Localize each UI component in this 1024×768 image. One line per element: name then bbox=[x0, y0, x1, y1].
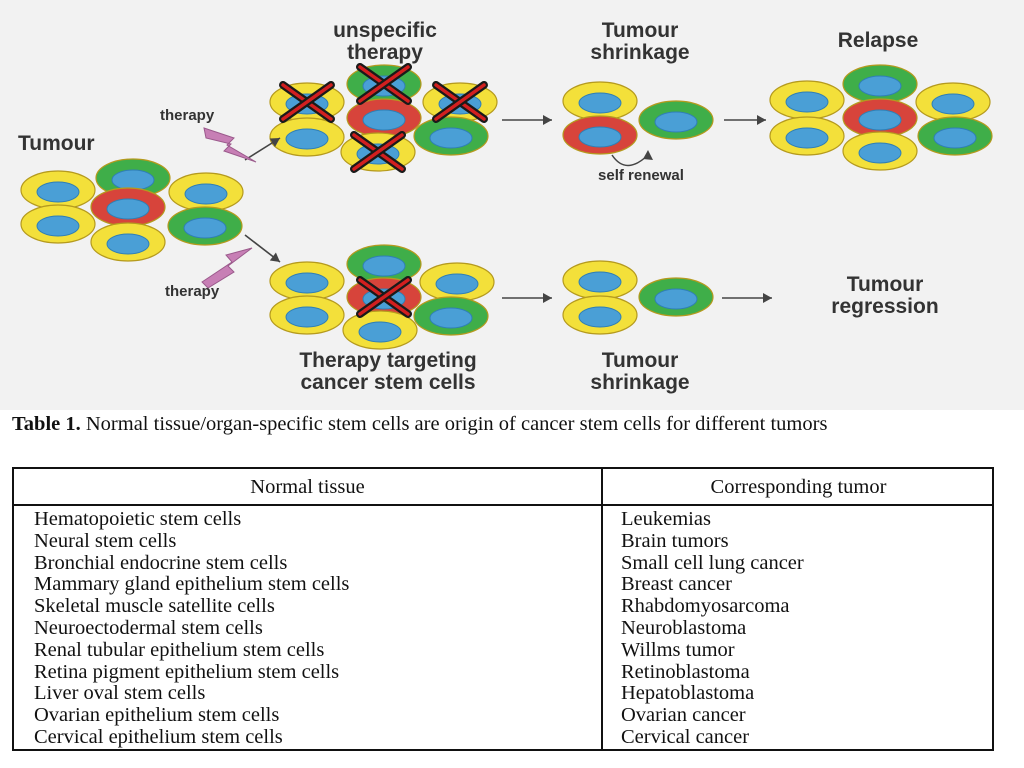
corresponding-tumor-column: Leukemias Brain tumors Small cell lung c… bbox=[621, 508, 804, 749]
cross-mark-red bbox=[358, 278, 410, 316]
table-cell-normal: Cervical epithelium stem cells bbox=[34, 725, 283, 748]
table-cell-tumor: Willms tumor bbox=[621, 638, 735, 661]
table-cell-normal: Mammary gland epithelium stem cells bbox=[34, 573, 350, 596]
table-cell-tumor: Breast cancer bbox=[621, 573, 732, 596]
cell-nucleus bbox=[106, 233, 150, 255]
table-cell-normal: Neural stem cells bbox=[34, 529, 177, 552]
cell-nucleus bbox=[578, 271, 622, 293]
table-cell-normal: Retina pigment epithelium stem cells bbox=[34, 660, 340, 683]
stem-cell-table: Normal tissue Corresponding tumor Hemato… bbox=[12, 467, 994, 751]
label-self-renewal: self renewal bbox=[598, 167, 684, 184]
therapy-lightning-icon bbox=[201, 247, 253, 289]
table-cell-tumor: Rhabdomyosarcoma bbox=[621, 595, 790, 618]
cell-nucleus bbox=[362, 255, 406, 277]
cell-nucleus bbox=[285, 272, 329, 294]
table-cell-tumor: Brain tumors bbox=[621, 529, 729, 552]
cell-nucleus bbox=[358, 321, 402, 343]
cell-nucleus bbox=[285, 306, 329, 328]
normal-tissue-column: Hematopoietic stem cells Neural stem cel… bbox=[34, 508, 350, 749]
cell-nucleus bbox=[285, 128, 329, 150]
table-caption-text: Normal tissue/organ-specific stem cells … bbox=[80, 413, 828, 435]
label-unspecific-line1: unspecific bbox=[333, 19, 437, 42]
header-divider bbox=[14, 504, 992, 506]
arrow-head bbox=[757, 115, 766, 125]
table-cell-tumor: Hepatoblastoma bbox=[621, 682, 755, 705]
table-cell-normal: Neuroectodermal stem cells bbox=[34, 616, 263, 639]
cell-nucleus bbox=[785, 127, 829, 149]
cell-nucleus bbox=[578, 126, 622, 148]
label-therapy-top: therapy bbox=[160, 107, 215, 124]
cell-nucleus bbox=[429, 307, 473, 329]
header-corresponding-tumor: Corresponding tumor bbox=[710, 476, 887, 498]
column-divider bbox=[601, 469, 603, 749]
label-tumour: Tumour bbox=[18, 132, 95, 155]
label-therapy-bottom: therapy bbox=[165, 283, 220, 300]
label-regression-line1: Tumour bbox=[846, 273, 924, 296]
table-caption-label: Table 1. bbox=[12, 413, 81, 435]
cell-nucleus bbox=[933, 127, 977, 149]
label-unspecific-line2: therapy bbox=[347, 41, 423, 64]
cell-nucleus bbox=[931, 93, 975, 115]
arrow-head bbox=[269, 138, 280, 148]
diagram-canvas bbox=[20, 63, 993, 350]
arrow-head bbox=[269, 252, 280, 262]
table-cell-tumor: Neuroblastoma bbox=[621, 616, 747, 639]
table-cell-tumor: Leukemias bbox=[621, 508, 711, 530]
cell-nucleus bbox=[578, 92, 622, 114]
cell-nucleus bbox=[858, 109, 902, 131]
label-shrinkage-top-line1: Tumour bbox=[601, 19, 679, 42]
cancer-stem-cell-diagram: Tumour therapy therapy unspecific therap… bbox=[0, 0, 1024, 410]
table-cell-normal: Hematopoietic stem cells bbox=[34, 508, 242, 530]
cell-nucleus bbox=[36, 181, 80, 203]
cell-nucleus bbox=[36, 215, 80, 237]
cell-nucleus bbox=[654, 111, 698, 133]
cross-mark-red bbox=[352, 133, 404, 171]
table-cell-tumor: Cervical cancer bbox=[621, 725, 750, 748]
table-cell-normal: Ovarian epithelium stem cells bbox=[34, 704, 280, 727]
cell-nucleus bbox=[858, 142, 902, 164]
label-shrinkage-top-line2: shrinkage bbox=[590, 41, 690, 64]
label-targeting-line2: cancer stem cells bbox=[300, 371, 476, 394]
arrow-head bbox=[763, 293, 772, 303]
table-cell-tumor: Retinoblastoma bbox=[621, 660, 750, 683]
cross-mark-red bbox=[434, 83, 486, 121]
cell-nucleus bbox=[184, 183, 228, 205]
label-targeting-line1: Therapy targeting bbox=[299, 349, 477, 372]
cell-nucleus bbox=[429, 127, 473, 149]
table-cell-normal: Renal tubular epithelium stem cells bbox=[34, 638, 325, 661]
table-cell-normal: Skeletal muscle satellite cells bbox=[34, 595, 275, 618]
therapy-lightning-icon bbox=[203, 127, 257, 163]
cell-nucleus bbox=[785, 91, 829, 113]
cross-mark-red bbox=[358, 65, 410, 103]
cell-nucleus bbox=[183, 217, 227, 239]
label-regression-line2: regression bbox=[831, 295, 939, 318]
header-normal-tissue: Normal tissue bbox=[250, 476, 365, 498]
label-relapse: Relapse bbox=[837, 29, 919, 52]
label-shrinkage-bottom-line2: shrinkage bbox=[590, 371, 690, 394]
cell-nucleus bbox=[106, 198, 150, 220]
cell-nucleus bbox=[111, 169, 155, 191]
table-cell-tumor: Ovarian cancer bbox=[621, 704, 746, 727]
cell-nucleus bbox=[578, 306, 622, 328]
cell-nucleus bbox=[858, 75, 902, 97]
arrow-head bbox=[543, 115, 552, 125]
arrow-head bbox=[543, 293, 552, 303]
table-cell-normal: Bronchial endocrine stem cells bbox=[34, 551, 288, 574]
table-caption: Table 1. Normal tissue/organ-specific st… bbox=[12, 412, 1012, 436]
cross-mark-red bbox=[281, 83, 333, 121]
cell-nucleus bbox=[654, 288, 698, 310]
cell-nucleus bbox=[362, 109, 406, 131]
self-renewal-arrow-head bbox=[643, 150, 653, 160]
cell-nucleus bbox=[435, 273, 479, 295]
label-shrinkage-bottom-line1: Tumour bbox=[601, 349, 679, 372]
table-cell-tumor: Small cell lung cancer bbox=[621, 551, 804, 574]
table-cell-normal: Liver oval stem cells bbox=[34, 682, 206, 705]
self-renewal-arrow bbox=[611, 154, 649, 167]
